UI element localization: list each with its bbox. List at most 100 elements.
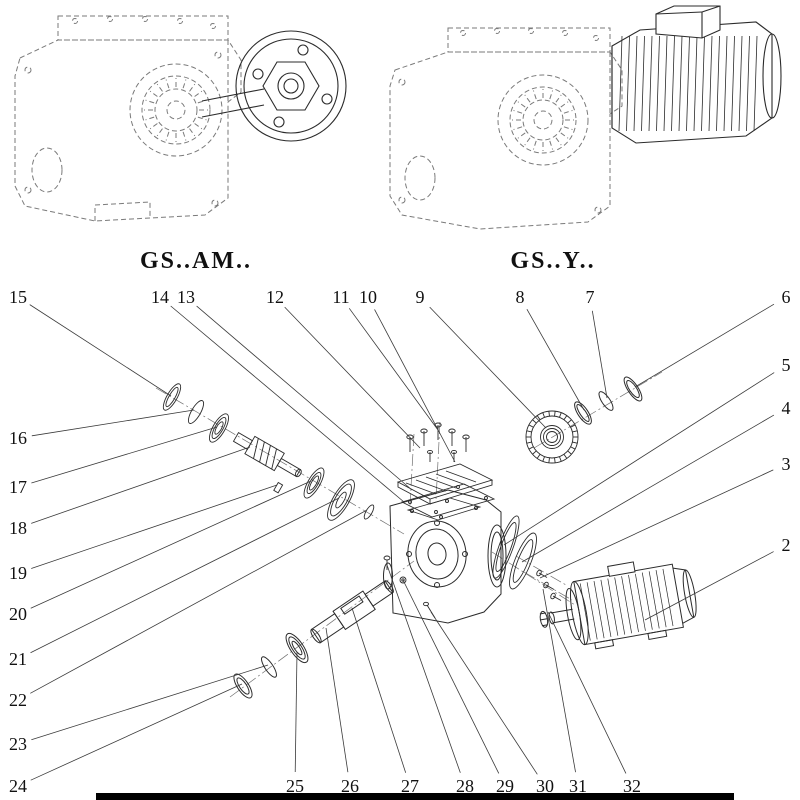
- callout-22: 22: [9, 690, 27, 710]
- bolt: [462, 434, 470, 452]
- motor-pinion: [539, 610, 549, 628]
- leader-line-31: [542, 588, 576, 773]
- motor-fan-cover: [682, 569, 697, 618]
- leader-line-23: [31, 664, 269, 741]
- leader-line-30: [430, 611, 538, 775]
- callout-27: 27: [401, 776, 419, 796]
- callout-5: 5: [782, 355, 791, 375]
- leader-line-20: [30, 480, 312, 609]
- callout-2: 2: [782, 535, 791, 555]
- leader-line-29: [402, 579, 500, 774]
- callout-23: 23: [9, 734, 27, 754]
- gear-housing: [383, 489, 507, 624]
- leader-line-19: [31, 484, 278, 569]
- motor: [539, 561, 697, 650]
- bolt: [420, 428, 428, 446]
- callout-11: 11: [332, 287, 349, 307]
- callout-25: 25: [286, 776, 304, 796]
- gear-washer: [574, 401, 592, 425]
- leader-line-6: [634, 303, 775, 388]
- motor-fins-top: [618, 35, 758, 132]
- flange-gasket-ring: [492, 515, 520, 579]
- callout-29: 29: [496, 776, 514, 796]
- circlip-output: [261, 656, 277, 678]
- gear-axis-line: [533, 371, 663, 449]
- flange-bolt: [550, 592, 562, 601]
- output-flange-left: [201, 30, 347, 142]
- leader-line-12: [284, 306, 421, 449]
- leader-line-21: [30, 497, 340, 654]
- motor-axis-line: [491, 551, 576, 606]
- bolt: [406, 434, 414, 452]
- leader-line-13: [196, 305, 413, 491]
- callout-26: 26: [341, 776, 359, 796]
- gearbox-outline-left: [14, 15, 242, 222]
- callout-30: 30: [536, 776, 554, 796]
- leader-line-9: [429, 306, 547, 429]
- leader-line-11: [348, 308, 439, 431]
- housing-bore: [407, 520, 467, 588]
- leader-line-17: [31, 426, 218, 484]
- shaft-boss-hatch-right: [512, 89, 574, 151]
- output-shaft: [310, 580, 394, 644]
- flange-bolt: [543, 581, 555, 590]
- leader-line-3: [539, 469, 774, 579]
- callout-4: 4: [782, 398, 791, 418]
- leader-line-14: [170, 305, 405, 503]
- callout-28: 28: [456, 776, 474, 796]
- leader-line-16: [31, 409, 195, 437]
- output-axis-line: [229, 560, 415, 698]
- callout-17: 17: [9, 477, 27, 497]
- cover-gasket: [400, 483, 496, 518]
- bearing-input-rear: [303, 467, 325, 499]
- bolt: [448, 428, 456, 446]
- shaft-key: [273, 481, 284, 494]
- leader-line-28: [386, 564, 461, 773]
- leader-line-10: [374, 309, 456, 463]
- flange-bolt: [536, 569, 548, 578]
- leader-line-26: [325, 627, 349, 773]
- oil-seal: [162, 383, 182, 411]
- gear-circlip: [598, 391, 614, 411]
- input-shaft-assembly: [162, 383, 375, 521]
- variant-right-drawing: GS..Y..: [389, 5, 782, 274]
- callout-13: 13: [177, 287, 195, 307]
- callout-6: 6: [782, 287, 791, 307]
- spacer-ring: [363, 504, 375, 520]
- callout-18: 18: [9, 518, 27, 538]
- worm-shaft: [232, 432, 302, 478]
- exploded-view: [155, 371, 697, 699]
- adapter-flange: [509, 532, 537, 590]
- motor-flange-parts: [492, 515, 562, 601]
- callout-31: 31: [569, 776, 587, 796]
- callout-16: 16: [9, 428, 27, 448]
- leader-line-25: [294, 651, 298, 773]
- callout-15: 15: [9, 287, 27, 307]
- leader-line-4: [521, 414, 775, 563]
- leader-line-32: [547, 611, 627, 774]
- shaft-boss-hatch-left: [144, 78, 208, 142]
- helical-gear: [525, 410, 579, 464]
- callout-14: 14: [151, 287, 169, 307]
- leader-line-18: [31, 446, 251, 524]
- leader-line-15: [29, 304, 172, 397]
- callout-10: 10: [359, 287, 377, 307]
- leader-line-24: [30, 683, 243, 781]
- callout-3: 3: [782, 454, 791, 474]
- callout-21: 21: [9, 649, 27, 669]
- bearing-input-front: [209, 413, 229, 443]
- callout-20: 20: [9, 604, 27, 624]
- variant-label-right: GS..Y..: [510, 248, 595, 274]
- variant-label-left: GS..AM..: [140, 248, 252, 274]
- small-washer-29: [399, 576, 407, 584]
- gear-teeth: [526, 411, 578, 463]
- bolt: [427, 449, 433, 462]
- output-keyway: [340, 595, 364, 615]
- bolt-axis-line-1: [435, 421, 441, 501]
- housing-motor-flange: [487, 524, 507, 588]
- callout-8: 8: [516, 287, 525, 307]
- leader-line-22: [30, 509, 368, 694]
- gearbox-outline-right: [389, 27, 623, 230]
